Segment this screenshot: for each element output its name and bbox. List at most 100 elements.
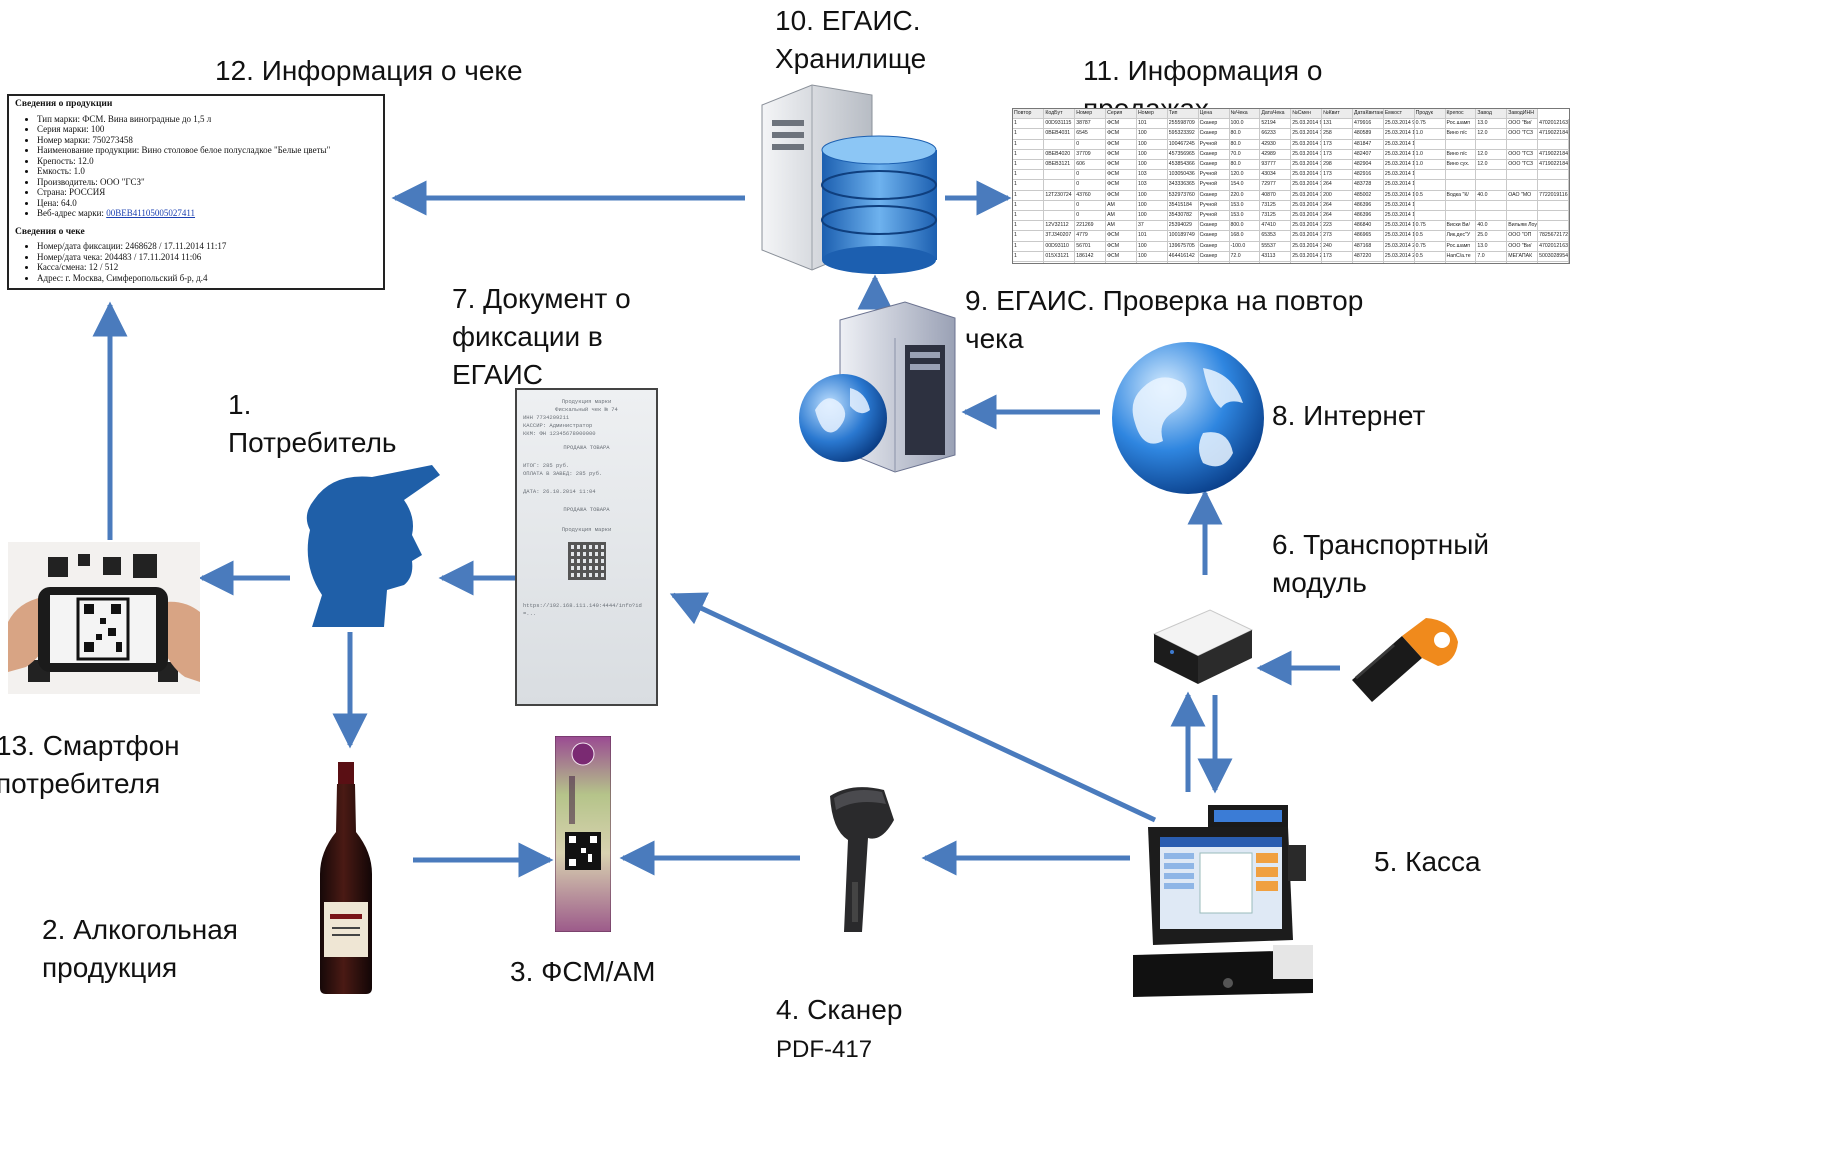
web-address-label: Веб-адрес марки: xyxy=(37,208,107,218)
sales-cell: 72.0 xyxy=(1229,251,1261,263)
sales-cell: 240 xyxy=(1321,241,1353,252)
sales-cell xyxy=(1043,169,1076,181)
label-smartphone: 13. Смартфон потребителя xyxy=(0,730,180,799)
sales-cell: 42989 xyxy=(1259,149,1292,161)
sales-cell: 487577 xyxy=(1352,261,1384,263)
sales-cell: 481847 xyxy=(1352,139,1384,150)
sales-cell: 80.0 xyxy=(1229,139,1261,150)
sales-cell: 486965 xyxy=(1352,230,1384,242)
sales-cell xyxy=(1043,200,1076,212)
sales-cell: ООО "ГСЗ xyxy=(1506,128,1539,140)
wine-bottle-icon xyxy=(320,762,372,994)
sales-cell: 25.03.2014 13:20 xyxy=(1290,139,1323,150)
sales-column-header: Продук xyxy=(1414,109,1446,120)
sales-cell: 486396 xyxy=(1352,210,1384,222)
sales-cell: 13.0 xyxy=(1475,118,1508,130)
sales-cell xyxy=(1414,139,1446,150)
sales-cell: 25.03.2014 20:21 xyxy=(1290,261,1323,263)
web-address-link[interactable]: 00BEB41105005027411 xyxy=(106,208,196,218)
receipt-line: ПРОДАЖА ТОВАРА xyxy=(563,506,610,513)
receipt-line: ПРОДАЖА ТОВАРА xyxy=(563,444,610,451)
sales-column-header: Номер xyxy=(1136,109,1168,120)
sales-cell: 0.75 xyxy=(1414,220,1446,232)
sales-cell: ФСМ xyxy=(1105,241,1137,252)
sales-cell: 103 xyxy=(1136,179,1168,191)
label-storage: 10. ЕГАИС. Хранилище xyxy=(775,5,927,74)
sales-column-header: ЗаводИНН xyxy=(1506,109,1539,120)
sales-column-header: №Квит xyxy=(1321,109,1353,120)
receipt-heading: Сведения о чеке xyxy=(15,226,85,237)
sales-cell: 25.03.2014 11:14 xyxy=(1383,128,1415,140)
sales-cell: Сканер xyxy=(1198,230,1230,242)
sales-cell: 1.0 xyxy=(1414,128,1446,140)
label-scanner: 4. Сканер PDF-417 xyxy=(776,953,902,1069)
sales-cell: 25.03.2014 11:10 xyxy=(1290,128,1323,140)
sales-cell: 40870 xyxy=(1259,190,1292,201)
sales-cell xyxy=(1537,200,1569,212)
sales-cell: 015X3121 xyxy=(1043,251,1076,263)
sales-cell: 52194 xyxy=(1259,118,1292,130)
sales-cell: 73125 xyxy=(1259,210,1292,222)
storage-server-icon xyxy=(761,84,937,274)
sales-cell: ООО "Ви/ xyxy=(1506,241,1539,252)
sales-cell: Вино"Ани xyxy=(1445,261,1477,263)
sales-cell: 4702012163 xyxy=(1537,118,1569,130)
sales-cell: Вино сух. xyxy=(1445,159,1477,171)
sales-cell xyxy=(1506,210,1539,222)
sales-cell xyxy=(1537,261,1569,263)
sales-cell: 25.03.2014 14:17 xyxy=(1290,149,1323,161)
sales-cell: 1.0 xyxy=(1414,149,1446,161)
receipt-qr-code xyxy=(567,542,606,580)
sales-cell: 7.0 xyxy=(1475,251,1508,263)
sales-cell: 273 xyxy=(1321,230,1353,242)
sales-cell: ООО "ГСЗ xyxy=(1506,159,1539,171)
sales-column-header: Цена xyxy=(1198,109,1230,120)
sales-cell: ФСМ xyxy=(1105,128,1137,140)
sales-cell: Водка "К/ xyxy=(1445,190,1477,201)
sales-cell: 25.03.2014 14:21 xyxy=(1383,149,1415,161)
sales-column-header: Номер xyxy=(1074,109,1107,120)
sales-cell: 139675705 xyxy=(1167,241,1199,252)
sales-cell: Ручной xyxy=(1198,169,1230,181)
product-item: Номер марки: 750273458 xyxy=(37,135,377,146)
sales-cell: 25.03.2014 20:28 xyxy=(1383,261,1415,263)
label-check-repeat: 9. ЕГАИС. Проверка на повтор чека xyxy=(965,285,1364,354)
sales-cell: 7825672172 xyxy=(1537,230,1569,242)
sales-cell: ООО "Ви/ xyxy=(1506,118,1539,130)
sales-cell: 00D93110 xyxy=(1043,241,1076,252)
sales-cell: 1 xyxy=(1013,149,1045,161)
receipt-line: Продукция марки xyxy=(561,526,612,533)
sales-cell xyxy=(1506,169,1539,181)
sales-cell xyxy=(1506,179,1539,191)
sales-cell: Рос.шамп xyxy=(1445,118,1477,130)
sales-cell: 343336365 xyxy=(1167,179,1199,191)
flow-arrows xyxy=(92,180,1340,878)
sales-column-header: №Чека xyxy=(1229,109,1261,120)
sales-cell: 37 xyxy=(1136,220,1168,232)
sales-cell: 3TJ340207 xyxy=(1043,230,1076,242)
label-alcohol: 2. Алкогольная продукция xyxy=(42,914,238,983)
sales-cell xyxy=(1414,169,1446,181)
sales-column-header: №Смен xyxy=(1290,109,1323,120)
sales-cell xyxy=(1475,200,1508,212)
sales-cell: 12V32112 xyxy=(1043,220,1076,232)
sales-cell: 154.0 xyxy=(1229,179,1261,191)
check-server-icon xyxy=(799,301,956,473)
sales-cell: 38787 xyxy=(1074,118,1107,130)
sales-cell xyxy=(1475,139,1508,150)
sales-cell xyxy=(1414,200,1446,212)
sales-cell: Сканер xyxy=(1198,220,1230,232)
sales-cell: Сканер xyxy=(1198,118,1230,130)
receipt-item: Адрес: г. Москва, Симферопольский б-р, д… xyxy=(37,273,377,284)
sales-cell: 12T230724 xyxy=(1043,190,1076,201)
sales-cell: 25.03.2014 20:08 xyxy=(1383,251,1415,263)
sales-cell: 264 xyxy=(1321,179,1353,191)
sales-cell: 532973760 xyxy=(1167,190,1199,201)
